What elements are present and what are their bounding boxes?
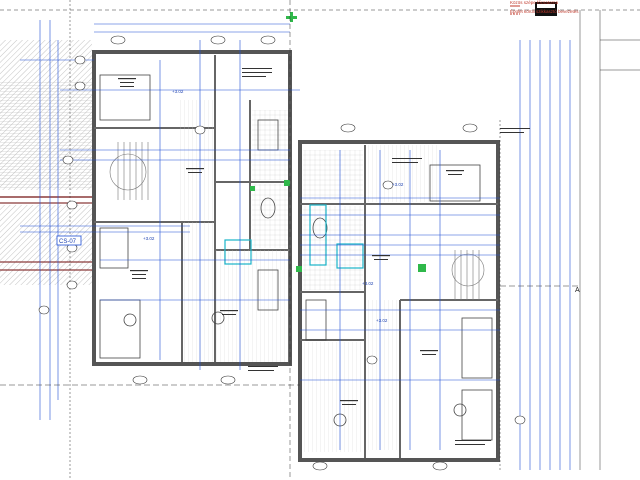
dimension-lines-right [300, 40, 571, 470]
level-mark: +3.02 [392, 182, 404, 187]
right-stair [451, 250, 485, 300]
callout-bubbles [38, 35, 526, 471]
cs07-tag[interactable]: CS-07 [56, 235, 82, 246]
dimension-lines-left [20, 20, 300, 420]
roof-hatch-area [0, 40, 92, 285]
level-mark: +3.02 [376, 318, 388, 323]
level-mark: +3.02 [362, 281, 374, 286]
right-unit-flooring [303, 145, 437, 452]
left-stair [109, 142, 149, 200]
room-label-blocks [118, 68, 530, 445]
bed-left [99, 74, 151, 121]
bed-right [429, 164, 481, 202]
left-unit-flooring [180, 100, 290, 362]
cs07-label: CS-07 [59, 239, 77, 245]
legend-line-2: Épület körüli szikkasztó bevezetés [510, 9, 579, 14]
axis-a-label: A [575, 287, 580, 294]
level-marks: +3.02 +3.02 +3.02 +3.02 +3.02 [143, 89, 404, 323]
green-markers [250, 12, 426, 272]
level-mark: +3.02 [172, 89, 184, 94]
legend-line-1: Közös szépe főcsatorna [510, 0, 559, 5]
level-mark: +3.02 [143, 236, 155, 241]
legend-swatches [510, 2, 557, 16]
